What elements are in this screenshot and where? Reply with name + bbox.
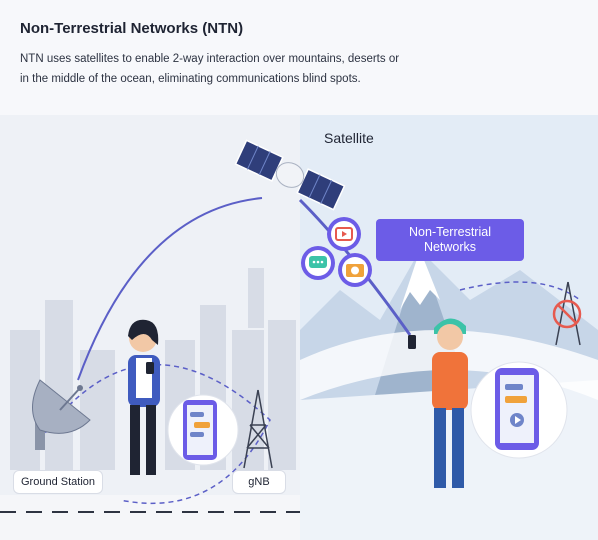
ground-station-label: Ground Station xyxy=(13,470,103,494)
antenna-icon xyxy=(32,379,91,450)
smartphone-icon xyxy=(470,361,568,459)
no-signal-icon xyxy=(552,281,582,346)
ntn-label-line1: Non-Terrestrial xyxy=(409,225,491,239)
header-background xyxy=(0,0,598,115)
page-description: NTN uses satellites to enable 2-way inte… xyxy=(20,53,400,85)
gnb-label: gNB xyxy=(232,470,286,494)
tower-icon xyxy=(243,389,273,469)
person-right xyxy=(408,318,468,488)
play-icon xyxy=(327,217,361,251)
satellite-label: Satellite xyxy=(324,130,374,146)
camera-icon xyxy=(338,253,372,287)
satellite-icon xyxy=(234,139,346,211)
page-title: Non-Terrestrial Networks (NTN) xyxy=(20,20,244,37)
ground-satellite-link xyxy=(77,197,263,381)
ntn-label-line2: Networks xyxy=(423,240,477,254)
person-left xyxy=(128,319,160,475)
ntn-label-box: Non-Terrestrial Networks xyxy=(376,219,524,261)
chat-icon xyxy=(301,246,335,280)
road xyxy=(0,495,300,540)
smartphone-icon xyxy=(167,394,239,466)
